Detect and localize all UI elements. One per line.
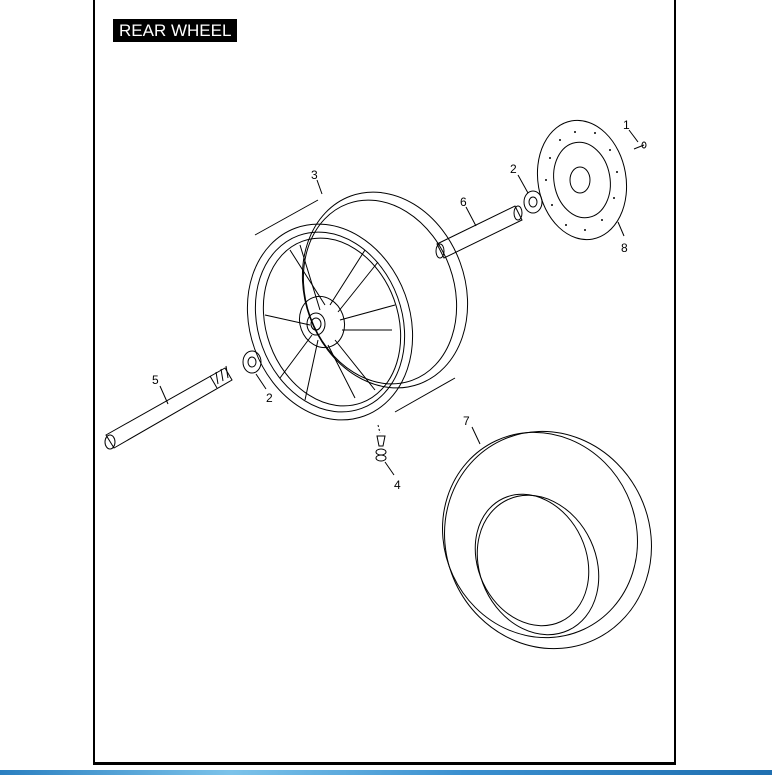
valve-stem — [375, 435, 387, 462]
bearing-left — [242, 350, 262, 374]
callout-2-right: 2 — [510, 162, 517, 176]
wheel-rim — [246, 191, 469, 421]
diagram-title: REAR WHEEL — [113, 19, 238, 42]
bottom-bar — [0, 770, 772, 775]
disc-bolt — [633, 141, 647, 150]
spacer — [435, 205, 523, 259]
axle — [104, 365, 233, 450]
callout-5: 5 — [152, 373, 159, 387]
brake-disc — [536, 119, 628, 241]
callout-6: 6 — [460, 195, 467, 209]
callout-1: 1 — [623, 118, 630, 132]
callout-7: 7 — [463, 414, 470, 428]
callout-3: 3 — [311, 168, 318, 182]
callout-2-left: 2 — [266, 391, 273, 405]
bearing-right — [523, 190, 543, 214]
tire — [442, 430, 652, 650]
diagram-frame — [93, 0, 676, 765]
callout-4: 4 — [394, 478, 401, 492]
callout-8: 8 — [621, 241, 628, 255]
leader-lines — [159, 129, 639, 476]
